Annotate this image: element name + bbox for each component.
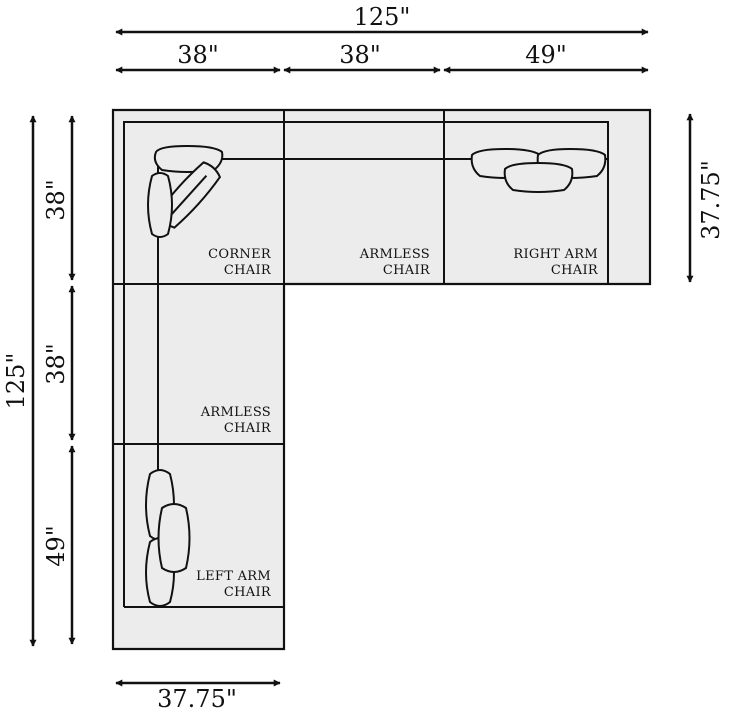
inner-back-line xyxy=(123,121,609,607)
piece-labels: CORNER CHAIR ARMLESS CHAIR RIGHT ARM CHA… xyxy=(196,247,599,600)
left-seg2-label: 38" xyxy=(42,343,70,385)
left-seg3-label: 49" xyxy=(42,525,70,567)
right-arm-pillows xyxy=(470,147,607,193)
top-seg1-label: 38" xyxy=(177,41,219,69)
armless-top-label-1: ARMLESS xyxy=(359,247,430,262)
pillow-seam xyxy=(170,175,208,215)
left-arm-label-2: CHAIR xyxy=(224,585,272,600)
armless-left-label-2: CHAIR xyxy=(224,421,272,436)
left-arm-label-1: LEFT ARM xyxy=(196,569,271,584)
pillow xyxy=(157,503,191,573)
bottom-dimension: 37.75" xyxy=(115,679,281,713)
pillow xyxy=(503,161,574,193)
top-seg2-label: 38" xyxy=(339,41,381,69)
corner-pillows xyxy=(147,144,224,238)
left-total-label: 125" xyxy=(2,353,30,410)
right-arm-label-1: RIGHT ARM xyxy=(513,247,598,262)
left-arm-pillows xyxy=(145,469,191,607)
top-seg3-label: 49" xyxy=(525,41,567,69)
pillow xyxy=(147,172,173,238)
left-dimensions: 125" 38" 38" 49" xyxy=(2,115,76,647)
top-dimensions: 125" 38" 38" 49" xyxy=(115,3,649,74)
armless-left-label-1: ARMLESS xyxy=(200,405,271,420)
right-dimension: 37.75" xyxy=(686,113,725,283)
corner-chair-label-2: CHAIR xyxy=(224,263,272,278)
sofa-plan xyxy=(111,108,652,651)
left-seg1-label: 38" xyxy=(42,179,70,221)
corner-chair-label-1: CORNER xyxy=(208,247,272,262)
right-depth-label: 37.75" xyxy=(697,160,725,240)
bottom-depth-label: 37.75" xyxy=(157,685,237,713)
armless-top-label-2: CHAIR xyxy=(383,263,431,278)
right-arm-label-2: CHAIR xyxy=(551,263,599,278)
top-total-label: 125" xyxy=(354,3,411,31)
